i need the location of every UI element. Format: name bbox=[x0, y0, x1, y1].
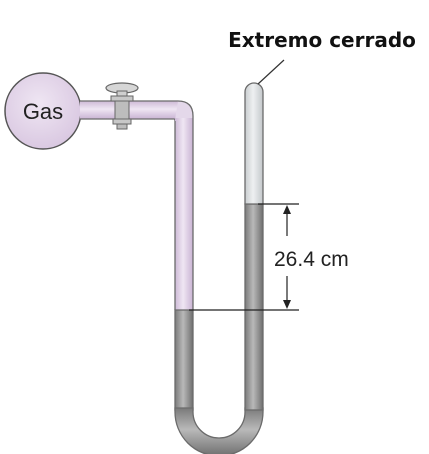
mercury-left-column bbox=[174, 309, 194, 411]
gas-vertical-tube bbox=[175, 118, 193, 310]
height-difference-label: 26.4 cm bbox=[274, 248, 349, 271]
mercury-right-column bbox=[244, 203, 264, 411]
gas-horizontal-tube bbox=[80, 101, 183, 119]
mercury-u-bend bbox=[174, 407, 264, 454]
closed-end-leader bbox=[257, 59, 285, 85]
gas-label: Gas bbox=[23, 99, 63, 124]
height-dimension-arrow bbox=[283, 205, 291, 309]
gas-elbow bbox=[174, 101, 193, 122]
closed-end-tube bbox=[244, 82, 264, 205]
stopcock-valve-icon bbox=[105, 82, 139, 130]
closed-end-label: Extremo cerrado bbox=[228, 28, 416, 52]
